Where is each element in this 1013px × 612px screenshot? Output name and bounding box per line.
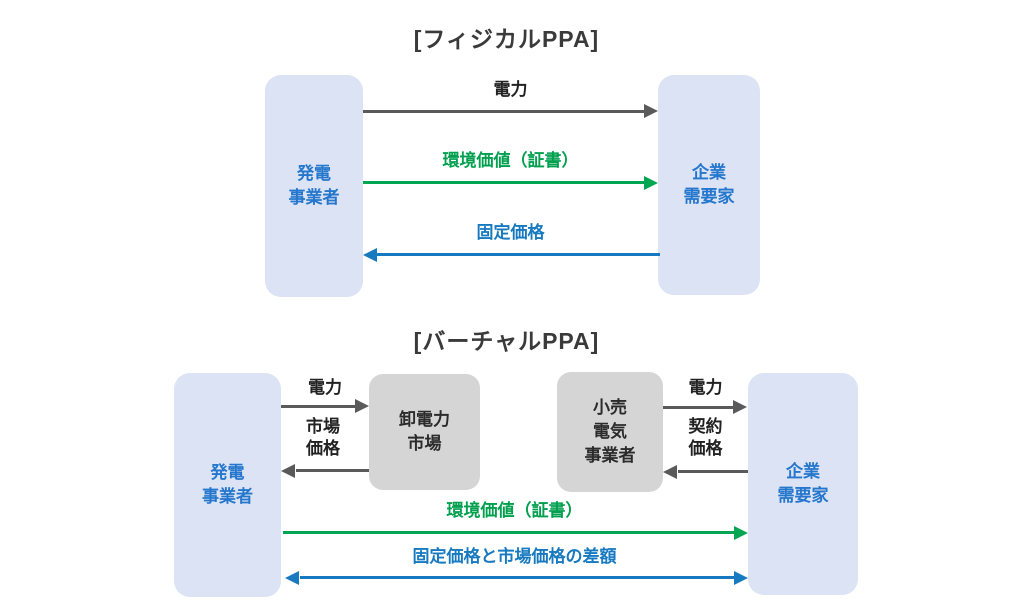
virtual-certificate-label: 環境価値（証書） [446,501,583,520]
physical-fixed-price-arrow-line [377,253,660,256]
arrowhead-right-icon [644,176,658,190]
physical-generator-box: 発電 事業者 [265,75,363,297]
virtual-power-right-label: 電力 [688,378,723,397]
virtual-power-left-label: 電力 [308,378,342,397]
physical-power-arrow-line [363,110,645,113]
virtual-generator-label: 発電 事業者 [202,463,253,506]
arrowhead-left-icon [363,248,377,262]
physical-consumer-label: 企業 需要家 [683,163,735,206]
virtual-ppa-title: [バーチャルPPA] [413,328,600,354]
arrowhead-right-icon [355,399,369,413]
arrowhead-right-icon [734,526,748,540]
virtual-consumer-label: 企業 需要家 [777,462,829,505]
virtual-generator-box: 発電 事業者 [174,373,281,597]
arrowhead-left-icon [663,465,677,479]
virtual-market-price-label: 市場 価格 [306,417,340,458]
physical-power-label: 電力 [493,80,528,99]
retailer-box: 小売 電気 事業者 [557,372,663,492]
physical-ppa-title: [フィジカルPPA] [413,26,600,52]
virtual-settlement-label: 固定価格と市場価格の差額 [412,547,617,566]
virtual-contract-price-arrow-line [678,470,748,473]
virtual-certificate-arrow-line [283,531,735,534]
virtual-market-price-arrow-line [296,469,369,472]
virtual-power-left-arrow-line [281,405,356,408]
wholesale-market-label: 卸電力 市場 [399,410,450,453]
physical-certificate-label: 環境価値（証書） [442,151,579,170]
virtual-consumer-box: 企業 需要家 [748,373,858,595]
arrowhead-right-icon [734,571,748,585]
arrowhead-right-icon [733,400,747,414]
physical-fixed-price-label: 固定価格 [476,223,545,242]
virtual-contract-price-label: 契約 価格 [688,417,723,458]
retailer-label: 小売 電気 事業者 [584,398,636,465]
physical-certificate-arrow-line [363,181,645,184]
arrowhead-right-icon [644,104,658,118]
virtual-power-right-arrow-line [663,406,734,409]
physical-generator-label: 発電 事業者 [288,164,340,207]
virtual-settlement-arrow-line [300,576,735,579]
physical-consumer-box: 企業 需要家 [658,75,760,295]
arrowhead-left-icon [281,464,295,478]
arrowhead-left-icon [285,571,299,585]
wholesale-market-box: 卸電力 市場 [369,374,480,490]
